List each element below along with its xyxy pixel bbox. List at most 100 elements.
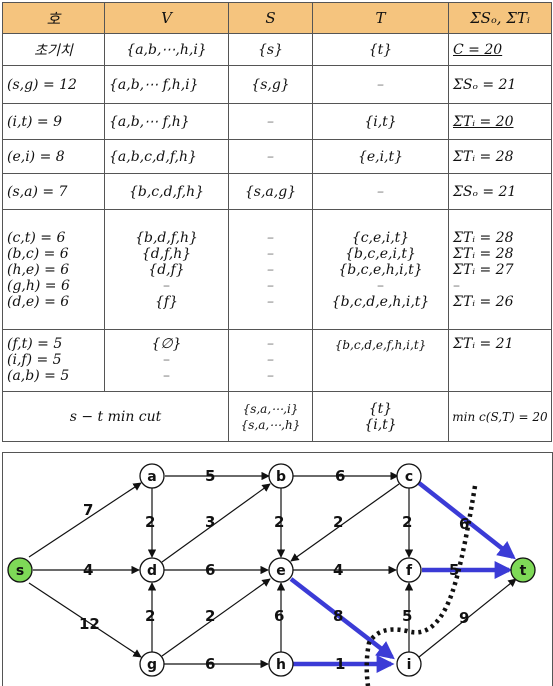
- edge-i-t: [418, 578, 517, 658]
- edge-g-e: [161, 578, 271, 657]
- step-item: (i,f) = 5: [7, 352, 62, 368]
- cell-v: {a,b,⋯ f,h}: [104, 103, 229, 140]
- cell-sum: ΣTᵢ = 21: [448, 329, 552, 392]
- mincut-t: {t} {i,t}: [312, 391, 449, 442]
- header-v: V: [104, 2, 229, 34]
- v-item: {f}: [155, 293, 178, 310]
- capacity-e-i: 8: [333, 607, 343, 625]
- mincut-t-item: {i,t}: [364, 416, 397, 433]
- node-b: [268, 463, 294, 489]
- table-row-group: (f,t) = 5 (i,f) = 5 (a,b) = 5 {∅} – – – …: [2, 329, 552, 392]
- cell-step: (s,a) = 7: [2, 173, 105, 210]
- capacity-h-e: 6: [274, 607, 284, 625]
- capacity-a-b: 5: [205, 467, 215, 485]
- cell-t: –: [312, 173, 449, 210]
- step-item: (f,t) = 5: [7, 336, 63, 352]
- node-c: [396, 463, 422, 489]
- capacity-c-f: 2: [402, 513, 412, 531]
- cell-t: {e,i,t}: [312, 139, 449, 174]
- cell-s-list: – – –: [228, 329, 313, 392]
- capacity-label-group: 7 4 12 5 6 2 3 2 2 2 6 4 5 6 2 2 6 8 5 1…: [79, 467, 469, 673]
- node-label-f: f: [406, 563, 413, 579]
- s-item: –: [267, 336, 274, 352]
- step-item: (g,h) = 6: [7, 277, 70, 294]
- capacity-e-f: 4: [333, 561, 343, 579]
- cell-v: {a,b,⋯ f,h,i}: [104, 65, 229, 104]
- cell-step: (i,t) = 9: [2, 103, 105, 140]
- cell-t: {t}: [312, 33, 449, 66]
- cell-v-list: {∅} – –: [104, 329, 229, 392]
- capacity-s-d: 4: [83, 561, 93, 579]
- min-cut-table: 호 V S T ΣSₒ, ΣTᵢ 초기치 {a,b,⋯,h,i} {s} {t}…: [2, 2, 552, 442]
- cell-s-list: – – – – –: [228, 209, 313, 330]
- s-item: –: [267, 261, 274, 278]
- capacity-b-c: 6: [335, 467, 345, 485]
- mincut-row: s − t min cut {s,a,⋯,i} {s,a,⋯,h} {t} {i…: [2, 391, 552, 442]
- cell-v: {b,c,d,f,h}: [104, 173, 229, 210]
- s-item: –: [267, 368, 274, 384]
- t-item: {b,c,e,i,t}: [345, 245, 416, 262]
- sum-item: ΣTᵢ = 27: [453, 261, 514, 278]
- node-label-b: b: [276, 469, 286, 485]
- header-t: T: [312, 2, 449, 34]
- node-label-s: s: [16, 563, 24, 579]
- cell-t: {i,t}: [312, 103, 449, 140]
- t-item: {c,e,i,t}: [351, 229, 410, 246]
- capacity-d-e: 6: [205, 561, 215, 579]
- cell-s: {s,g}: [228, 65, 313, 104]
- cell-step: (s,g) = 12: [2, 65, 105, 104]
- step-item: (c,t) = 6: [7, 229, 66, 246]
- edge-s-g: [28, 582, 142, 658]
- node-label-h: h: [276, 657, 286, 673]
- cell-s: {s,a,g}: [228, 173, 313, 210]
- cell-step: 초기치: [2, 33, 105, 66]
- s-item: –: [267, 277, 274, 294]
- flow-network-svg: 7 4 12 5 6 2 3 2 2 2 6 4 5 6 2 2 6 8 5 1…: [7, 463, 536, 686]
- capacity-c-t: 6: [459, 515, 469, 533]
- s-item: –: [267, 245, 274, 262]
- highlight-edge-group: [289, 481, 516, 673]
- v-item: {d,f,h}: [141, 245, 192, 262]
- mincut-t-item: {t}: [368, 400, 393, 417]
- cell-v: {a,b,⋯,h,i}: [104, 33, 229, 66]
- table-row: (e,i) = 8 {a,b,c,d,f,h} – {e,i,t} ΣTᵢ = …: [2, 139, 552, 174]
- header-step: 호: [2, 2, 105, 34]
- header-sum: ΣSₒ, ΣTᵢ: [448, 2, 552, 34]
- cell-sum: ΣSₒ = 21: [448, 173, 552, 210]
- node-g: [139, 651, 165, 677]
- s-item: –: [267, 352, 274, 368]
- cell-sum: ΣTᵢ = 28: [448, 139, 552, 174]
- cell-v: {a,b,c,d,f,h}: [104, 139, 229, 174]
- sum-item: ΣTᵢ = 28: [453, 229, 514, 246]
- capacity-d-b: 3: [205, 513, 215, 531]
- cell-sum: C = 20: [448, 33, 552, 66]
- cell-t: –: [312, 65, 449, 104]
- t-item: {b,c,e,h,i,t}: [338, 261, 423, 278]
- cell-v-list: {b,d,f,h} {d,f,h} {d,f} – {f}: [104, 209, 229, 330]
- capacity-h-i: 1: [335, 655, 345, 673]
- s-item: –: [267, 293, 274, 310]
- step-item: (h,e) = 6: [7, 261, 70, 278]
- table-row: (i,t) = 9 {a,b,⋯ f,h} – {i,t} ΣTᵢ = 20: [2, 103, 552, 140]
- mincut-s-item: {s,a,⋯,h}: [240, 417, 301, 432]
- cell-t-list: {c,e,i,t} {b,c,e,i,t} {b,c,e,h,i,t} – {b…: [312, 209, 449, 330]
- node-t: [510, 557, 536, 583]
- node-i: [396, 651, 422, 677]
- node-e: [268, 557, 294, 583]
- mincut-sum: min c(S,T) = 20: [448, 391, 552, 442]
- capacity-g-h: 6: [205, 655, 215, 673]
- table-row: 초기치 {a,b,⋯,h,i} {s} {t} C = 20: [2, 33, 552, 66]
- mincut-label: s − t min cut: [2, 391, 229, 442]
- edge-s-a: [28, 482, 142, 558]
- v-item: {b,d,f,h}: [135, 229, 198, 246]
- sum-item: ΣTᵢ = 26: [453, 293, 514, 310]
- v-item: –: [163, 352, 170, 368]
- step-item: (a,b) = 5: [7, 368, 70, 384]
- node-label-c: c: [405, 469, 413, 485]
- table-row: (s,a) = 7 {b,c,d,f,h} {s,a,g} – ΣSₒ = 21: [2, 173, 552, 210]
- node-d: [139, 557, 165, 583]
- node-label-group: s a b c d e f g h i t: [16, 469, 527, 673]
- table-row-group: (c,t) = 6 (b,c) = 6 (h,e) = 6 (g,h) = 6 …: [2, 209, 552, 330]
- v-item: {∅}: [151, 336, 182, 352]
- edge-group: [28, 471, 517, 669]
